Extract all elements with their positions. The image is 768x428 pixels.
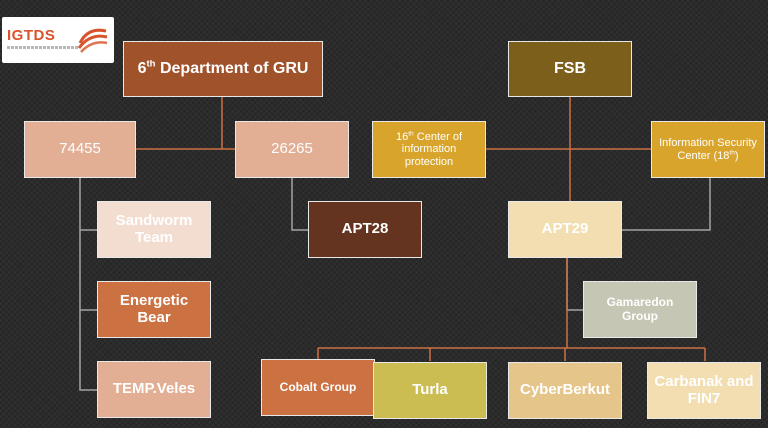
node-turla: Turla [373,362,487,419]
globe-swoosh-icon [77,28,108,53]
node-16th-center: 16th Center of information protection [372,121,486,178]
center16-ordinal: th [408,130,414,138]
gru-label: Department of GRU [155,60,309,78]
center16-label: Center of information protection [401,131,463,168]
gru-ordinal: th [146,58,156,70]
node-unit-26265: 26265 [235,121,349,178]
turla-label: Turla [412,381,448,399]
energetic-bear-label: Energetic Bear [119,292,189,326]
infosec-apt29-line [622,178,711,231]
center16-number: 16 [395,131,409,144]
apt28-label: APT28 [341,220,389,238]
node-sandworm-team: Sandworm Team [97,201,211,258]
node-apt29: APT29 [508,201,622,258]
fsb-label: FSB [554,60,586,78]
node-fsb: FSB [508,41,632,97]
temp-veles-label: TEMP.Veles [112,380,196,398]
node-gru-6th-department: 6th Department of GRU [123,41,323,97]
carbanak-label: Carbanak and FIN7 [654,373,754,407]
node-gamaredon-group: Gamaredon Group [583,281,697,338]
gru-number: 6 [137,60,147,78]
unit-74455-spine-line [79,178,97,391]
node-apt28: APT28 [308,201,422,258]
node-carbanak-fin7: Carbanak and FIN7 [647,362,761,419]
unit-26265-label: 26265 [271,140,313,158]
unit-74455-label: 74455 [59,140,101,158]
apt29-label: APT29 [541,220,589,238]
infosec-ordinal: th [729,148,735,156]
cyberberkut-label: CyberBerkut [519,381,611,399]
node-energetic-bear: Energetic Bear [97,281,211,338]
apt28-link-line [291,178,308,231]
node-unit-74455: 74455 [24,121,136,178]
cobalt-group-label: Cobalt Group [279,379,357,394]
gamaredon-label: Gamaredon Group [606,295,674,323]
igtds-logo: IGTDS [2,17,114,63]
logo-text: IGTDS [7,27,56,44]
gamaredon-link-line [566,258,583,311]
infosec-label: Information Security Center (18 [659,137,757,162]
sandworm-label: Sandworm Team [115,212,193,246]
infosec-close: ) [734,149,739,162]
node-information-security-center: Information Security Center (18th) [651,121,765,178]
node-cobalt-group: Cobalt Group [261,359,375,416]
node-temp-veles: TEMP.Veles [97,361,211,418]
logo-tagline-mark [7,46,79,49]
node-cyberberkut: CyberBerkut [508,362,622,419]
